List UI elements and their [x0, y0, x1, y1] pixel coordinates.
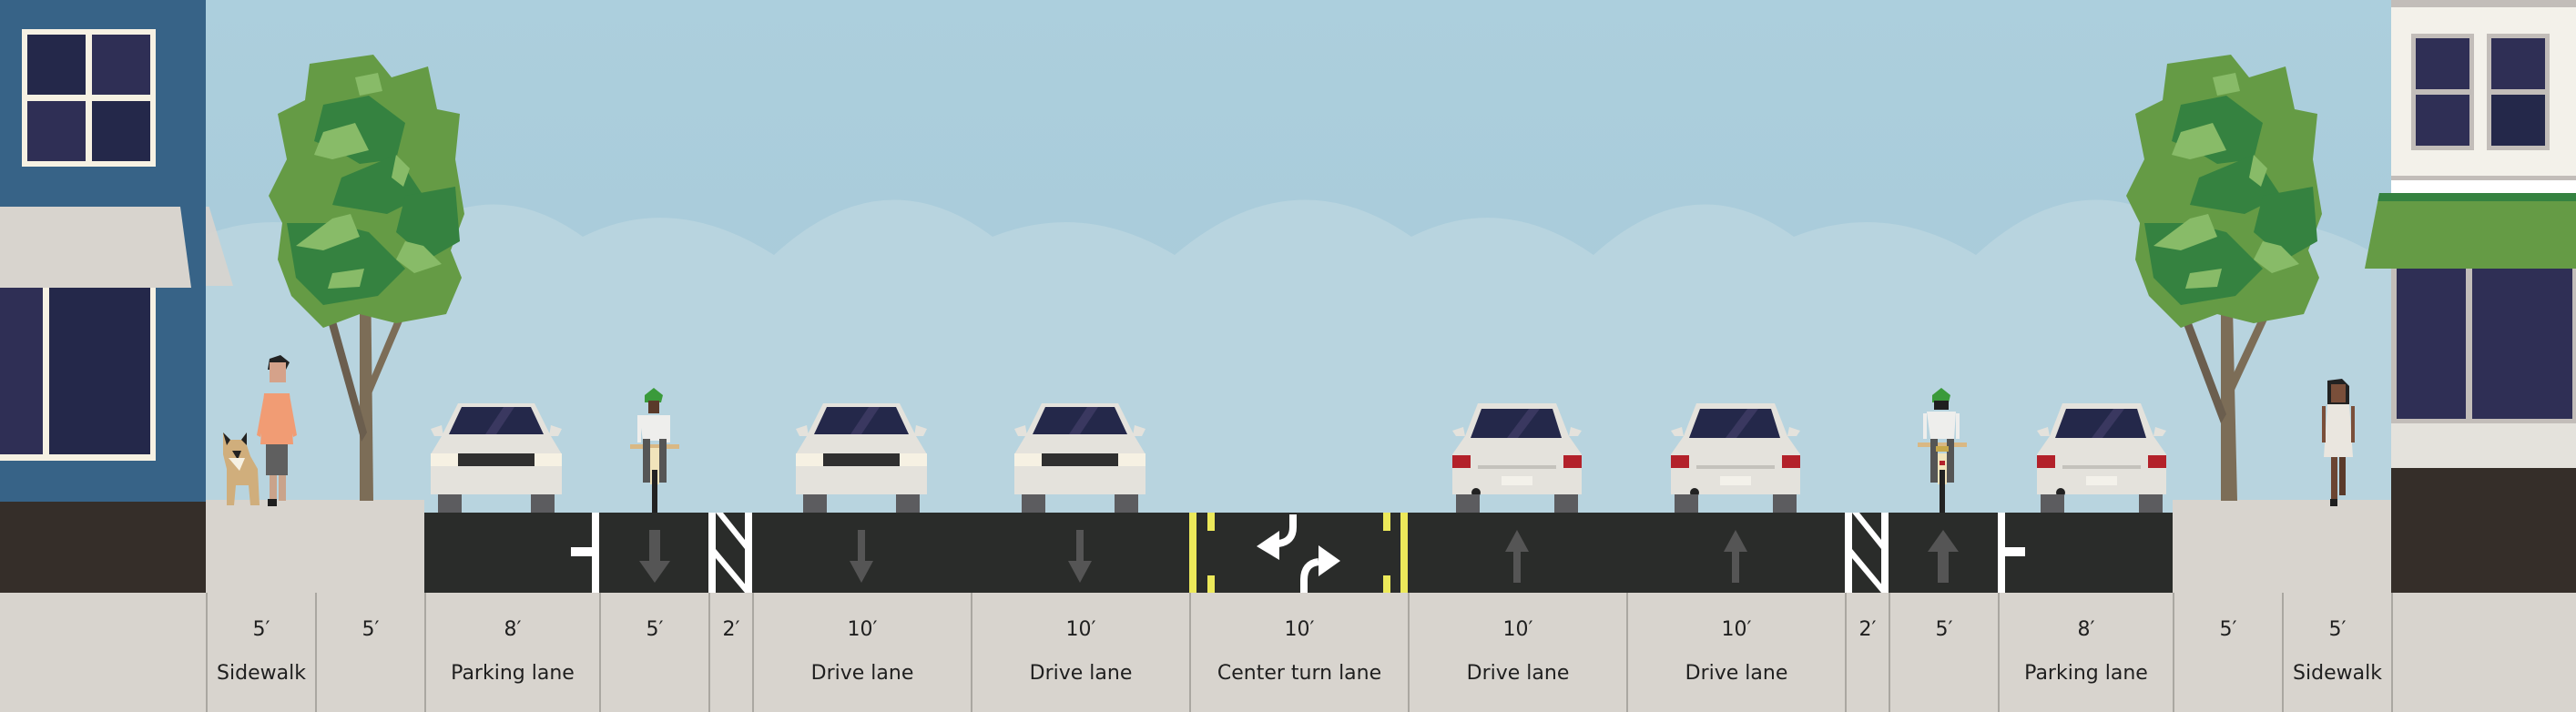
segment-bike-lane-left[interactable]: 5′	[599, 593, 708, 712]
segment-width: 10′	[1502, 618, 1533, 641]
segment-drive-lane-4[interactable]: 10′ Drive lane	[1626, 593, 1845, 712]
right-sidewalk	[2173, 500, 2391, 593]
segment-name: Drive lane	[1029, 662, 1133, 685]
segment-name: Parking lane	[2024, 662, 2148, 685]
yellow-dash	[1207, 575, 1215, 593]
pedestrian-woman	[2322, 379, 2355, 506]
left-building	[0, 0, 206, 502]
arrow-down-icon	[639, 530, 670, 583]
two-way-left-turn-icon	[1257, 514, 1340, 593]
segment-width: 10′	[1065, 618, 1096, 641]
segment-width: 2′	[722, 618, 740, 641]
segment-width: 5′	[2219, 618, 2237, 641]
segment-name: Sidewalk	[2293, 662, 2382, 685]
upper-window-right	[2487, 34, 2550, 150]
bike-buffer-left	[708, 513, 752, 593]
segment-bike-lane-right[interactable]: 5′	[1889, 593, 1998, 712]
storefront-window	[2391, 269, 2576, 423]
left-building-base	[0, 502, 206, 593]
segment-width: 2′	[1858, 618, 1877, 641]
yellow-dash	[1383, 575, 1390, 593]
segment-drive-lane-3[interactable]: 10′ Drive lane	[1408, 593, 1626, 712]
tree-left	[269, 55, 464, 501]
segment-name: Sidewalk	[217, 662, 306, 685]
car-rear-drive-lane-4	[1671, 403, 1800, 513]
upper-window-left	[2411, 34, 2474, 150]
left-awning	[0, 207, 191, 288]
car-front-drive-lane-2	[1014, 403, 1145, 513]
bike-buffer-right	[1845, 513, 1889, 593]
segment-name: Drive lane	[1466, 662, 1570, 685]
yellow-dash	[1383, 513, 1390, 531]
parking-lane-line-left	[592, 513, 599, 593]
segment-width: 10′	[847, 618, 878, 641]
upper-window	[22, 29, 156, 167]
segment-name: Center turn lane	[1217, 662, 1382, 685]
left-sidewalk	[206, 500, 424, 593]
segment-drive-lane-2[interactable]: 10′ Drive lane	[971, 593, 1189, 712]
parking-tick-left	[571, 547, 592, 556]
yellow-dash	[1207, 513, 1215, 531]
car-front-parked-left	[431, 403, 562, 513]
segment-width: 5′	[361, 618, 380, 641]
parking-tick-right	[2005, 547, 2025, 556]
segment-buffer-left[interactable]: 2′	[708, 593, 752, 712]
segment-name: Parking lane	[451, 662, 575, 685]
segment-sidewalk-left[interactable]: 5′ Sidewalk	[206, 593, 315, 712]
segment-label-strip	[0, 593, 2576, 712]
arrow-up-icon	[1928, 530, 1959, 583]
segment-sidewalk-tree-right[interactable]: 5′	[2173, 593, 2282, 712]
segment-width: 8′	[2077, 618, 2095, 641]
car-rear-drive-lane-3	[1452, 403, 1582, 513]
arrow-down-icon	[1068, 530, 1092, 583]
segment-drive-lane-1[interactable]: 10′ Drive lane	[752, 593, 971, 712]
car-front-drive-lane-1	[796, 403, 927, 513]
segment-width: 5′	[646, 618, 664, 641]
arrow-up-icon	[1505, 530, 1529, 583]
storefront-window	[0, 288, 156, 461]
parking-lane-line-right	[1998, 513, 2005, 593]
segment-buffer-right[interactable]: 2′	[1845, 593, 1889, 712]
arrow-up-icon	[1724, 530, 1747, 583]
segment-parking-lane-right[interactable]: 8′ Parking lane	[1998, 593, 2173, 712]
segment-width: 5′	[252, 618, 270, 641]
yellow-solid-line-left	[1189, 513, 1196, 593]
car-rear-parked-right	[2037, 403, 2166, 513]
segment-sidewalk-tree-left[interactable]: 5′	[315, 593, 424, 712]
right-building-base	[2391, 468, 2576, 593]
segment-width: 5′	[1935, 618, 1953, 641]
tree-right	[2126, 55, 2322, 501]
segment-sidewalk-right[interactable]: 5′ Sidewalk	[2282, 593, 2393, 712]
segment-width: 5′	[2328, 618, 2347, 641]
arrow-down-icon	[850, 530, 873, 583]
segment-center-turn-lane[interactable]: 10′ Center turn lane	[1189, 593, 1408, 712]
cyclist-inbound	[630, 388, 679, 513]
right-awning	[2365, 193, 2576, 269]
cyclist-outbound	[1918, 388, 1967, 513]
segment-width: 8′	[504, 618, 522, 641]
segment-name: Drive lane	[1685, 662, 1788, 685]
dog	[223, 432, 260, 505]
yellow-solid-line-right	[1400, 513, 1408, 593]
pedestrian-man	[257, 355, 297, 506]
segment-width: 10′	[1284, 618, 1315, 641]
segment-parking-lane-left[interactable]: 8′ Parking lane	[424, 593, 599, 712]
segment-name: Drive lane	[810, 662, 914, 685]
segment-width: 10′	[1721, 618, 1752, 641]
